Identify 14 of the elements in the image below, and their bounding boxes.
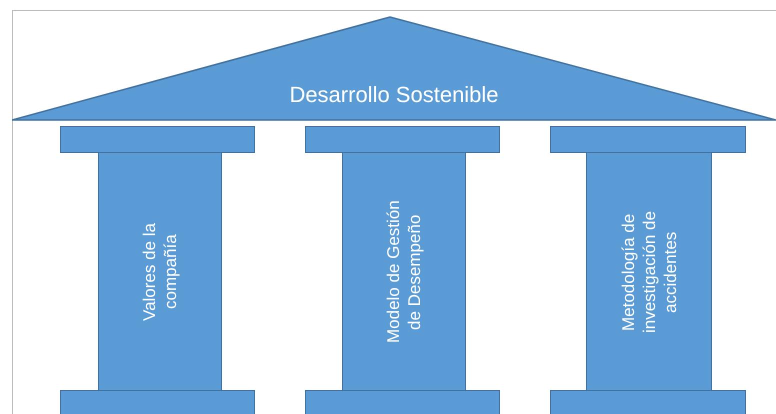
pillar: [586, 152, 712, 391]
pillar-capital: [305, 126, 500, 153]
pillar: [98, 152, 222, 391]
pillar-capital: [550, 126, 746, 153]
title-text: Desarrollo Sostenible: [288, 82, 500, 108]
roof-triangle: [12, 16, 776, 122]
pillar-label: Valores de la compañía: [139, 222, 181, 323]
pillar-label: Modelo de Gestión de Desempeño: [383, 199, 425, 345]
pillar-base: [550, 390, 746, 414]
pillar: [342, 152, 466, 391]
pillar-base: [60, 390, 255, 414]
pillar-capital: [60, 126, 255, 153]
pillar-label: Metodología de investigación de accidentes: [618, 210, 680, 334]
pillar-base: [305, 390, 500, 414]
